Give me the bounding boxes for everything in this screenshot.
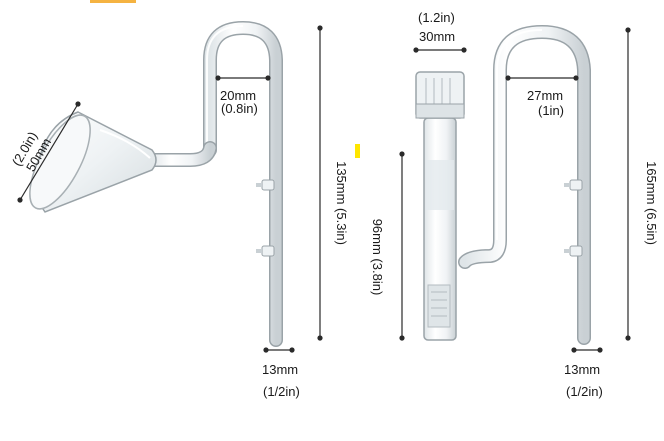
right-skimmer-pipe (415, 24, 591, 345)
orange-accent-mark (90, 0, 136, 3)
left-diameter-label-mm: 13mm (262, 362, 299, 377)
left-width-label-in: (0.8in) (221, 101, 258, 116)
left-width-label-mm: 20mm (220, 88, 257, 103)
right-diameter-label-mm: 13mm (564, 362, 601, 377)
right-width-label-in: (1in) (538, 103, 565, 118)
left-diameter-label-in: (1/2in) (263, 384, 300, 399)
left-lily-pipe (29, 20, 283, 347)
right-dimension-lines (399, 27, 631, 353)
right-height-label: 165mm (6.5in) (644, 161, 659, 245)
skimmer-height-label: 96mm (3.8in) (370, 218, 385, 296)
right-top-label-in: (1.2in) (418, 10, 455, 25)
left-height-label: 135mm (5.3in) (334, 161, 349, 245)
right-width-label-mm: 27mm (527, 88, 564, 103)
left-dimension-lines (17, 25, 323, 353)
right-diameter-label-in: (1/2in) (566, 384, 603, 399)
yellow-accent-mark (355, 144, 360, 158)
right-top-label-mm: 30mm (419, 29, 456, 44)
